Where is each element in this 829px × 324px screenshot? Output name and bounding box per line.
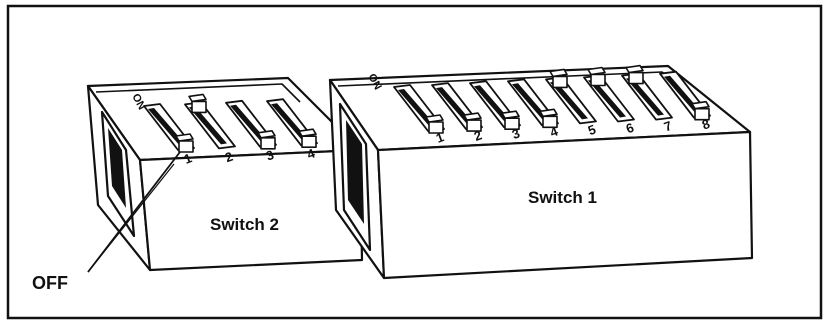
switch-2-title: Switch 2 xyxy=(210,215,279,234)
switch-1-lever-8 xyxy=(659,70,711,121)
switch-2-position-3: 3 xyxy=(264,147,276,164)
switch-1-position-6: 6 xyxy=(624,120,636,137)
switch-1-lever-3 xyxy=(469,80,521,130)
switch-1-lever-1 xyxy=(393,84,445,134)
off-callout-label: OFF xyxy=(32,273,68,293)
switch-1-lever-slots xyxy=(393,64,711,134)
switch-1-title: Switch 1 xyxy=(528,188,597,207)
switch-2-lever-3 xyxy=(225,99,277,150)
switch-1-position-2: 2 xyxy=(472,127,484,144)
switch-1-lever-7 xyxy=(621,64,673,121)
switch-1 xyxy=(328,64,754,280)
switch-2-front-face xyxy=(138,148,364,272)
switch-1-lever-5 xyxy=(545,68,597,125)
switch-1-lever-2 xyxy=(431,82,483,132)
switch-2-lever-1 xyxy=(143,103,195,153)
switch-2-lever-slots xyxy=(143,93,318,153)
switch-2-position-1: 1 xyxy=(182,150,194,167)
switch-1-front-face xyxy=(376,130,754,280)
switch-2 xyxy=(86,76,364,272)
switch-1-position-3: 3 xyxy=(510,125,522,142)
switch-2-lever-4 xyxy=(266,98,318,148)
switch-1-position-7: 7 xyxy=(662,118,674,135)
switch-2-lever-2 xyxy=(184,93,236,150)
switch-1-lever-6 xyxy=(583,66,635,123)
switch-1-lever-4 xyxy=(507,78,559,129)
switch-2-position-2: 2 xyxy=(223,149,235,166)
switch-1-position-8: 8 xyxy=(700,116,712,133)
switch-1-position-5: 5 xyxy=(586,122,598,139)
switch-1-position-1: 1 xyxy=(434,129,446,146)
